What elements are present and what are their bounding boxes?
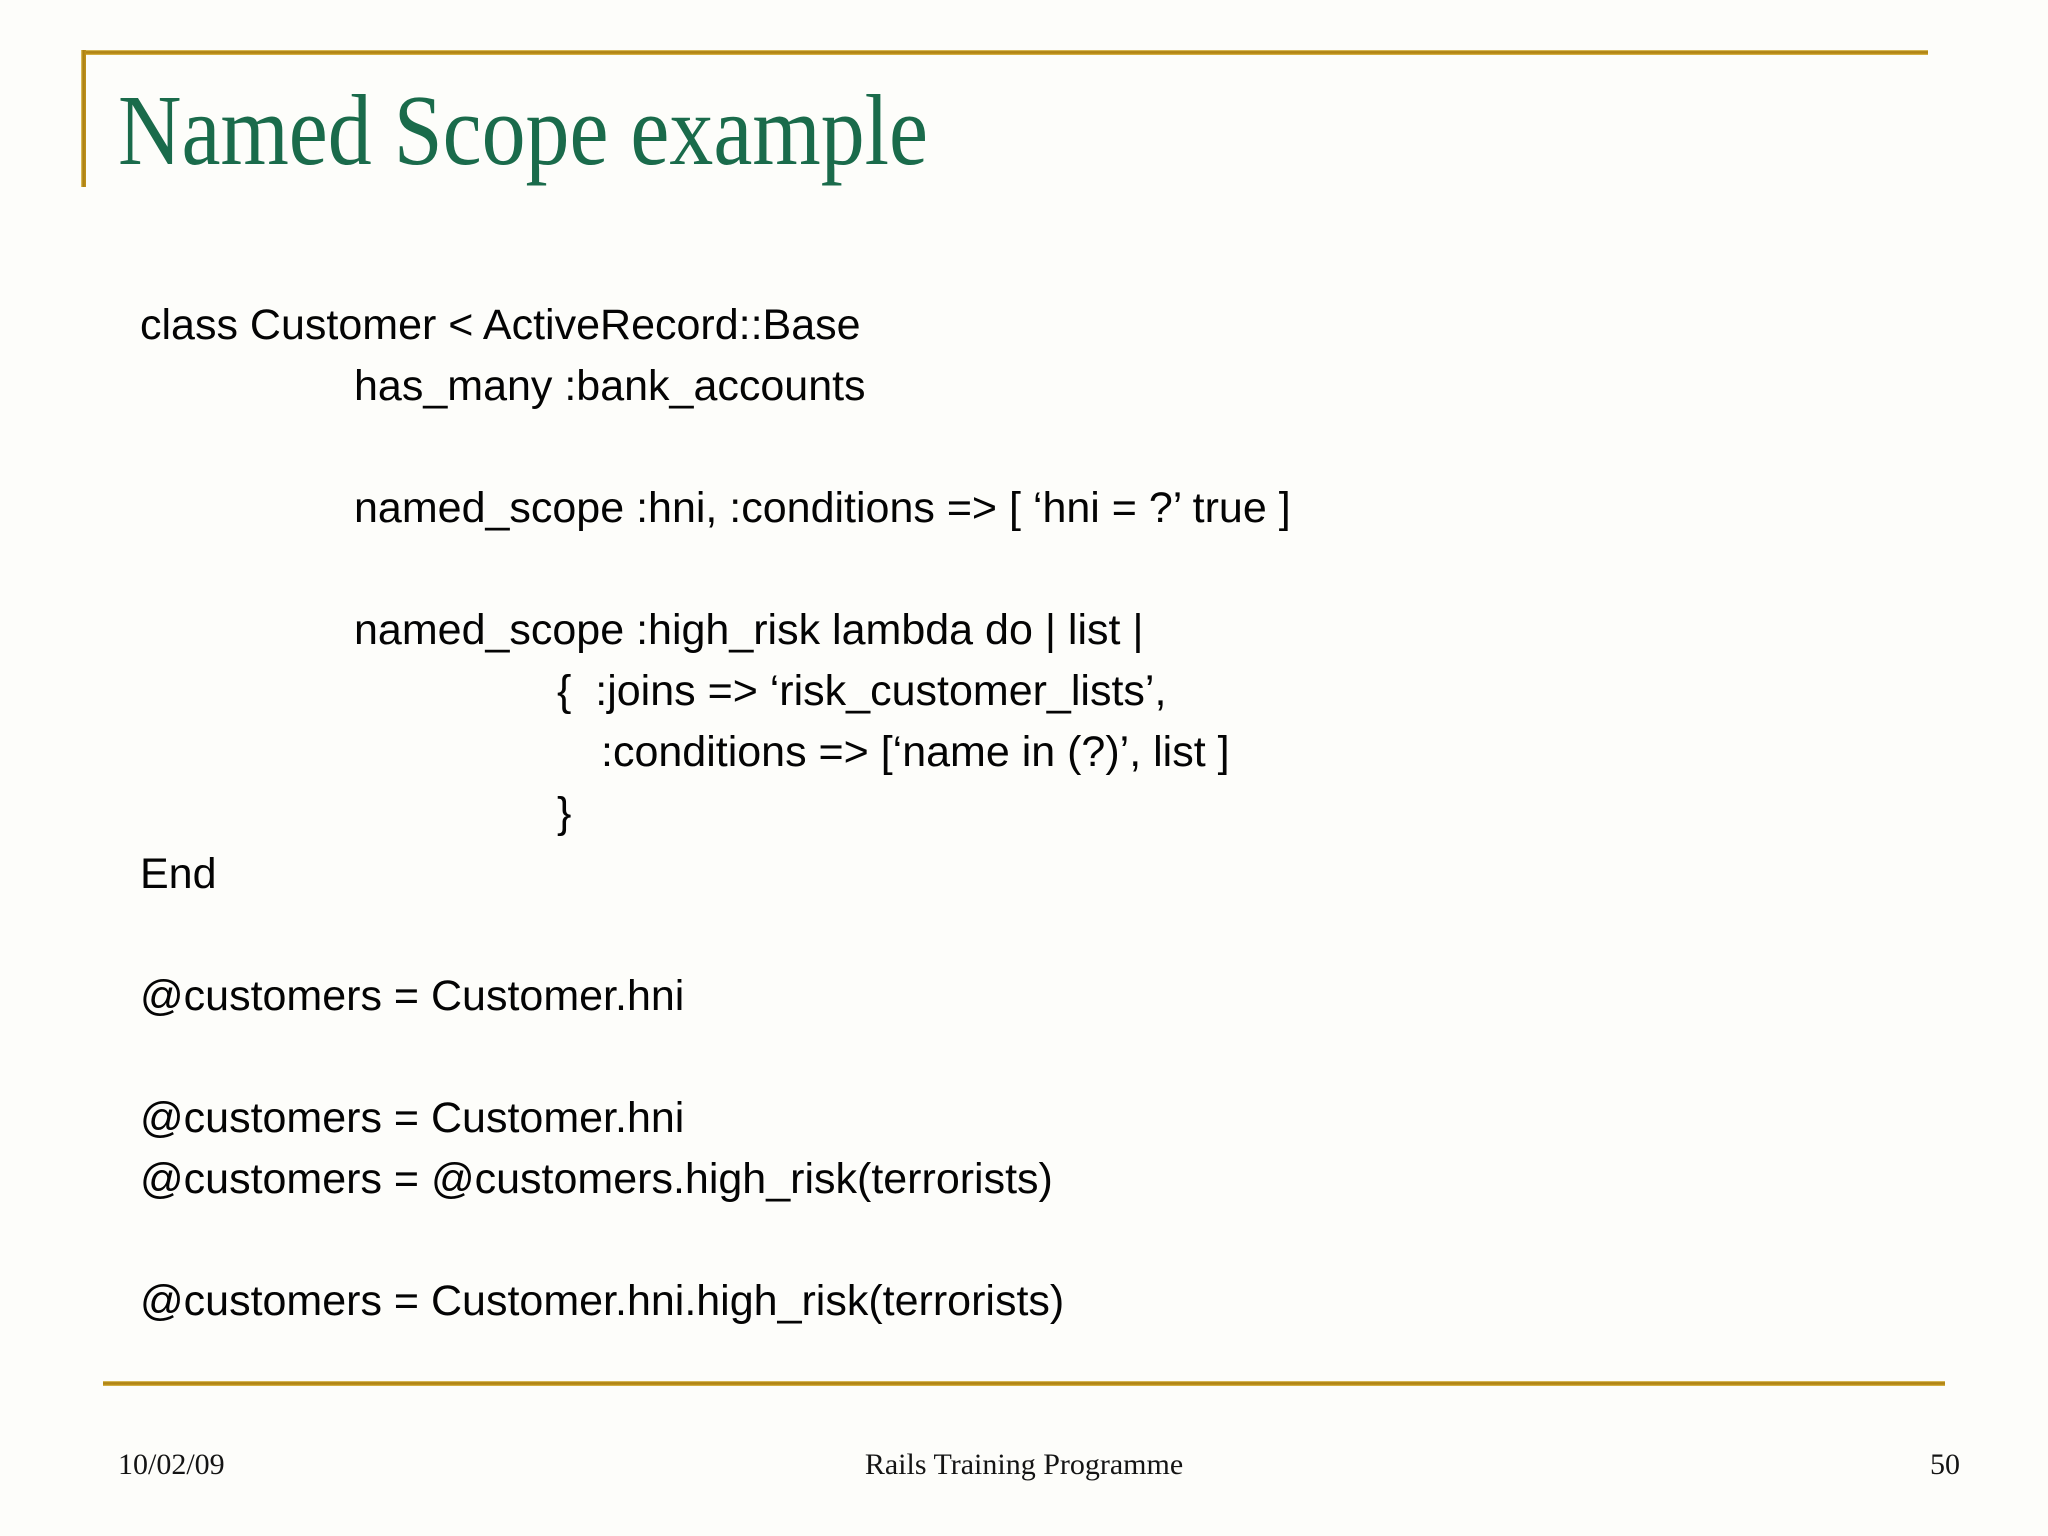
- code-line: [140, 417, 1291, 478]
- code-line: :conditions => [‘name in (?)’, list ]: [601, 728, 1230, 776]
- code-line: }: [557, 789, 572, 837]
- code-line: @customers = Customer.hni.high_risk(terr…: [140, 1277, 1065, 1325]
- code-line: { :joins => ‘risk_customer_lists’,: [557, 667, 1167, 715]
- code-line: named_scope :hni, :conditions => [ ‘hni …: [354, 484, 1291, 532]
- footer-course-name: Rails Training Programme: [864, 1448, 1184, 1481]
- code-line: has_many :bank_accounts: [354, 362, 866, 410]
- code-line: named_scope :high_risk lambda do | list …: [354, 606, 1144, 654]
- code-line: End: [140, 850, 217, 898]
- slide-footer: 10/02/09 Rails Training Programme 50: [0, 1448, 2048, 1496]
- code-line: @customers = @customers.high_risk(terror…: [140, 1155, 1053, 1203]
- code-line: [140, 1210, 1291, 1271]
- code-line: [140, 1027, 1291, 1088]
- footer-date: 10/02/09: [118, 1448, 225, 1481]
- code-line: @customers = Customer.hni: [140, 1094, 685, 1142]
- code-block: class Customer < ActiveRecord::Base has_…: [140, 295, 1291, 1332]
- slide-title: Named Scope example: [118, 74, 929, 186]
- top-gold-rule: [83, 50, 1928, 55]
- code-line: @customers = Customer.hni: [140, 972, 685, 1020]
- code-line: [140, 539, 1291, 600]
- left-gold-rule: [81, 50, 86, 187]
- code-line: [140, 905, 1291, 966]
- footer-page-number: 50: [1930, 1448, 1960, 1481]
- code-line: class Customer < ActiveRecord::Base: [140, 301, 861, 349]
- bottom-gold-rule: [103, 1381, 1945, 1386]
